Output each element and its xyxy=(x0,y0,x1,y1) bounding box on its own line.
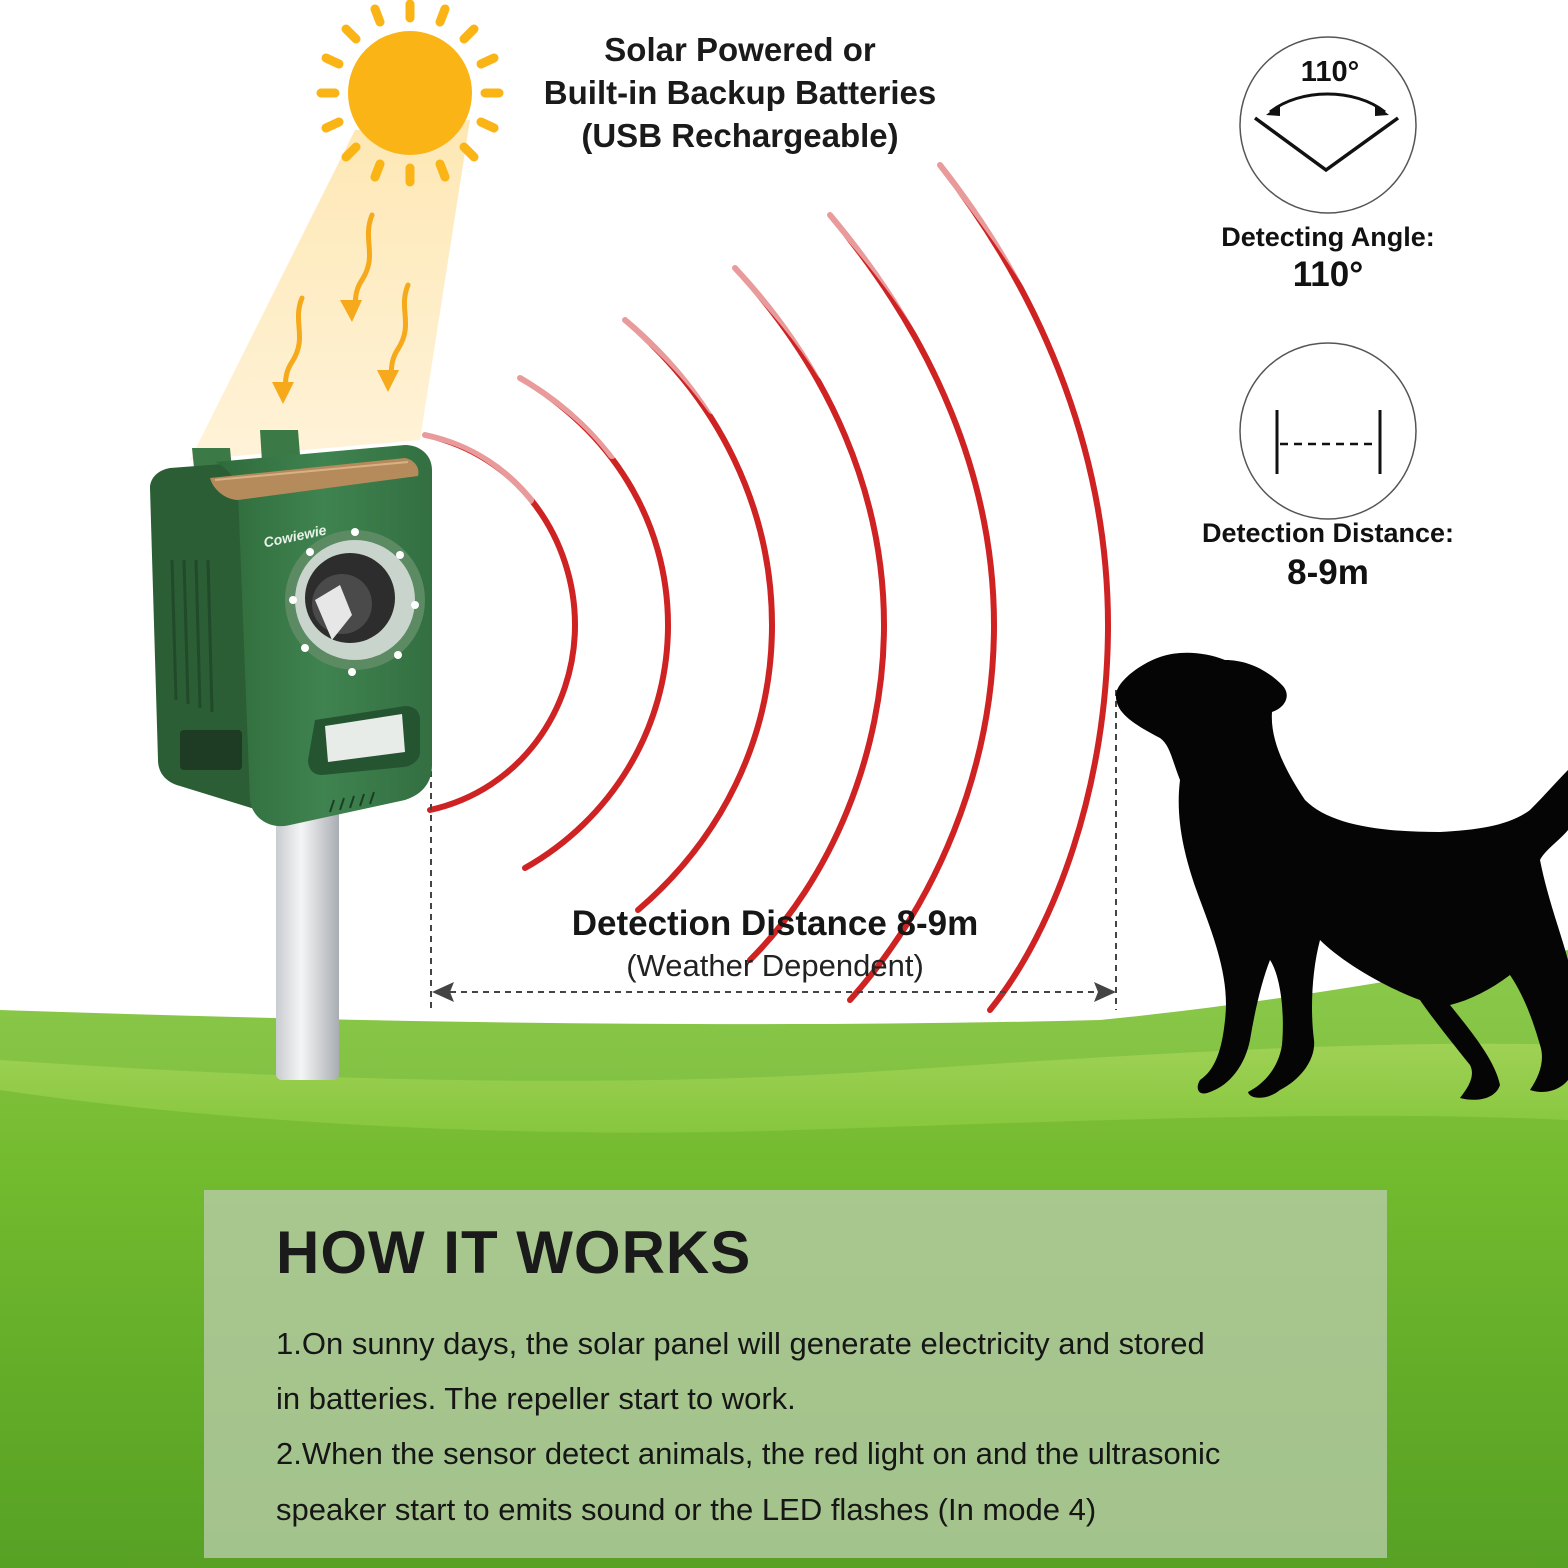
distance-value: 8-9m xyxy=(1287,553,1369,592)
how-it-works-line: speaker start to emits sound or the LED … xyxy=(276,1492,1097,1527)
distance-dimension xyxy=(430,690,1117,1010)
stake-pole xyxy=(276,800,339,1080)
angle-label: Detecting Angle: xyxy=(1221,222,1435,252)
how-it-works-line: in batteries. The repeller start to work… xyxy=(276,1381,796,1416)
detection-distance-subtitle: (Weather Dependent) xyxy=(626,948,924,983)
headline-line-1: Solar Powered or xyxy=(604,31,876,68)
sun-ray-arrows xyxy=(272,212,411,404)
angle-value: 110° xyxy=(1292,255,1364,294)
angle-icon-text: 110° xyxy=(1300,56,1360,88)
distance-label: Detection Distance: xyxy=(1201,518,1455,548)
headline-line-2: Built-in Backup Batteries xyxy=(543,74,937,111)
detection-distance-title: Detection Distance 8-9m xyxy=(571,904,979,943)
sun-icon xyxy=(316,0,504,187)
arrow-left-icon xyxy=(432,982,454,1002)
how-it-works-line: 2.When the sensor detect animals, the re… xyxy=(276,1436,1221,1471)
detecting-angle-icon xyxy=(1239,36,1417,214)
detection-distance-icon xyxy=(1239,342,1417,520)
headline-line-3: (USB Rechargeable) xyxy=(581,117,899,154)
how-it-works-title: HOW IT WORKS xyxy=(276,1219,752,1286)
how-it-works-panel: HOW IT WORKS 1.On sunny days, the solar … xyxy=(204,1190,1387,1558)
headline: Solar Powered or Built-in Backup Batteri… xyxy=(520,28,960,157)
ultrasonic-waves xyxy=(421,161,1112,1013)
sunlight-beam xyxy=(190,120,470,460)
how-it-works-line: 1.On sunny days, the solar panel will ge… xyxy=(276,1326,1205,1361)
repeller-device xyxy=(150,430,432,827)
arrow-right-icon xyxy=(1094,982,1116,1002)
dog-silhouette xyxy=(1115,652,1568,1100)
